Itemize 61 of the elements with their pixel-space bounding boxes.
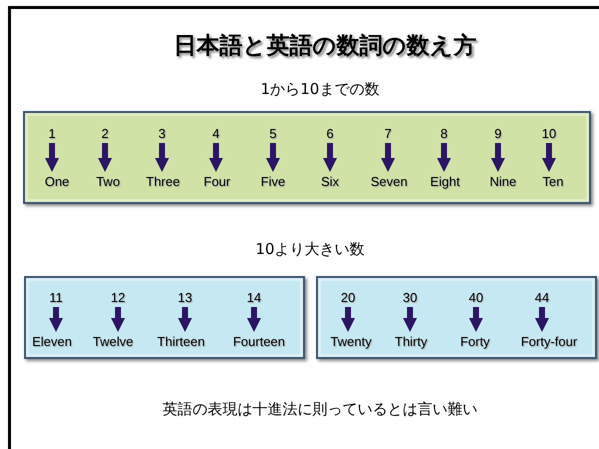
number-word: Nine: [490, 174, 516, 189]
number-word: One: [44, 174, 70, 189]
number-label: 7: [384, 126, 392, 141]
number-label: 9: [494, 126, 502, 141]
number-word: Five: [260, 174, 286, 189]
number-label: 44: [534, 290, 550, 305]
number-label: 13: [178, 290, 192, 305]
number-label: 5: [269, 126, 277, 141]
note-text: 英語の表現は十進法に則っているとは言い難い: [162, 400, 478, 419]
slide-title: 日本語と英語の数詞の数え方: [172, 32, 478, 61]
number-word: Fourteen: [232, 334, 286, 349]
number-word: Eight: [430, 174, 460, 189]
number-word: Twelve: [92, 334, 134, 349]
number-label: 11: [49, 290, 63, 305]
number-label: 12: [110, 290, 126, 305]
down-arrow: [381, 143, 395, 172]
number-word: Thirteen: [157, 334, 205, 349]
down-arrow: [341, 307, 355, 332]
down-arrow: [403, 307, 417, 332]
number-label: 8: [440, 126, 448, 141]
down-arrow: [155, 143, 169, 172]
down-arrow: [266, 143, 280, 172]
down-arrow: [491, 143, 505, 172]
down-arrow: [111, 307, 125, 332]
down-arrow: [469, 307, 483, 332]
number-word: Two: [96, 174, 120, 189]
down-arrow: [247, 307, 261, 332]
down-arrow: [49, 307, 63, 332]
number-label: 1: [48, 126, 56, 141]
panel: [316, 276, 597, 359]
number-word: Four: [204, 174, 230, 189]
panel: [24, 276, 305, 359]
number-word: Eleven: [32, 334, 72, 349]
number-word: Forty-four: [520, 334, 578, 349]
number-word: Twenty: [330, 334, 372, 349]
number-label: 3: [158, 126, 166, 141]
number-label: 4: [212, 126, 220, 141]
number-word: Six: [320, 174, 340, 189]
number-word: Thirty: [394, 334, 428, 349]
down-arrow: [178, 307, 192, 332]
number-label: 30: [402, 290, 418, 305]
down-arrow: [98, 143, 112, 172]
panel: [23, 111, 591, 204]
section-heading: 10より大きい数: [254, 240, 366, 259]
down-arrow: [323, 143, 337, 172]
number-label: 2: [101, 126, 109, 141]
down-arrow: [542, 143, 556, 172]
section-heading: 1から10までの数: [260, 80, 380, 99]
number-label: 6: [326, 126, 334, 141]
down-arrow: [535, 307, 549, 332]
number-word: Seven: [370, 174, 408, 189]
number-label: 40: [468, 290, 484, 305]
number-label: 14: [246, 290, 262, 305]
number-word: Three: [146, 174, 180, 189]
down-arrow: [45, 143, 59, 172]
number-word: Forty: [460, 334, 490, 349]
down-arrow: [209, 143, 223, 172]
number-label: 10: [542, 126, 556, 141]
number-word: Ten: [542, 174, 564, 189]
number-label: 20: [340, 290, 356, 305]
down-arrow: [437, 143, 451, 172]
